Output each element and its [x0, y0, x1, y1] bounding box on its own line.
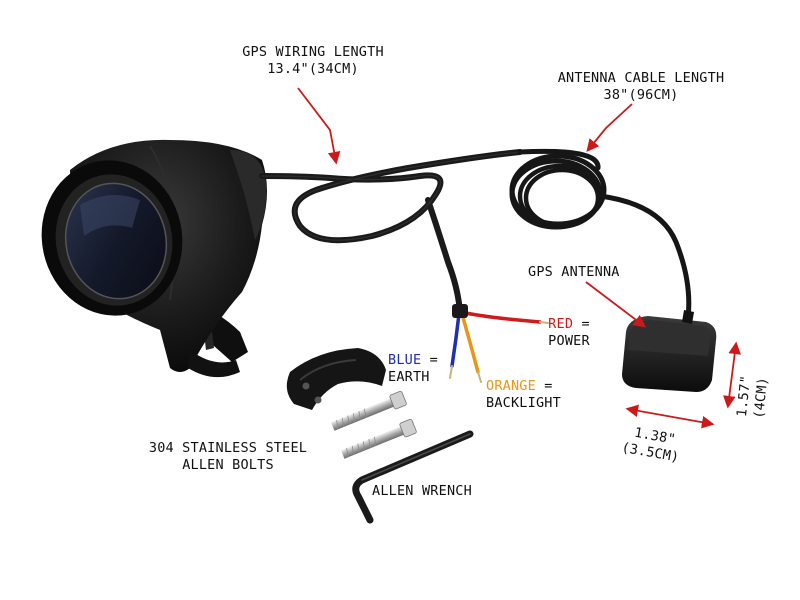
antenna-cable-title: ANTENNA CABLE LENGTH	[557, 70, 725, 86]
red-wire-color: RED	[548, 316, 574, 332]
allen-bolts	[331, 390, 417, 459]
antenna-cable-value: 38"(96CM)	[603, 87, 679, 103]
blue-wire-label: BLUE = EARTH	[388, 352, 438, 386]
gps-wiring-cable	[259, 149, 523, 315]
bolts-line1: 304 STAINLESS STEEL	[148, 440, 308, 456]
allen-wrench-label: ALLEN WRENCH	[372, 483, 472, 499]
orange-wire-function: BACKLIGHT	[486, 395, 561, 411]
blue-wire-color: BLUE	[388, 352, 422, 368]
orange-wire-eq: =	[544, 378, 553, 394]
gauge-housing	[41, 139, 267, 378]
gps-wiring-title: GPS WIRING LENGTH	[242, 44, 384, 60]
bolts-line2: ALLEN BOLTS	[182, 457, 274, 473]
antenna-height-label: 1.57" (4CM)	[734, 375, 772, 420]
mounting-clamp	[286, 348, 386, 410]
red-wire-label: RED = POWER	[534, 316, 604, 350]
red-wire-eq: =	[581, 316, 590, 332]
gps-antenna-label: GPS ANTENNA	[528, 264, 620, 280]
gps-antenna-puck	[622, 310, 717, 392]
gps-wiring-value: 13.4"(34CM)	[267, 61, 359, 77]
antenna-cable-coil	[509, 148, 692, 321]
antenna-cable-length-label: ANTENNA CABLE LENGTH 38"(96CM)	[536, 70, 746, 104]
gps-wiring-length-label: GPS WIRING LENGTH 13.4"(34CM)	[223, 44, 403, 78]
wire-leads	[449, 304, 549, 383]
orange-wire-label: ORANGE = BACKLIGHT	[486, 378, 561, 412]
orange-wire-color: ORANGE	[486, 378, 536, 394]
red-wire-function: POWER	[548, 333, 590, 349]
allen-wrench	[352, 430, 474, 524]
leader-lines	[297, 87, 741, 429]
blue-wire-function: EARTH	[388, 369, 430, 385]
allen-bolts-label: 304 STAINLESS STEEL ALLEN BOLTS	[128, 440, 328, 474]
blue-wire-eq: =	[429, 352, 438, 368]
